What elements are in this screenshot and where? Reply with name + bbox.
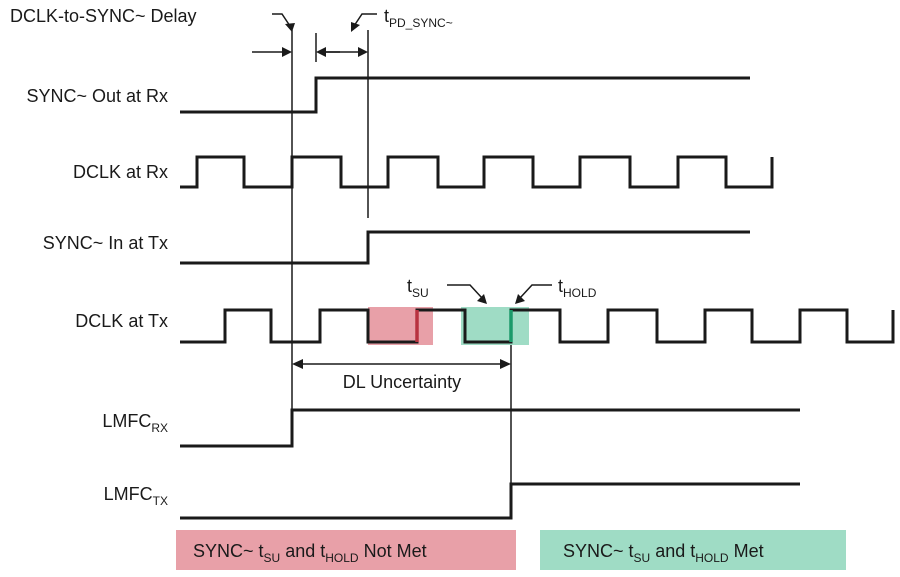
sync-in-tx-wave: [180, 230, 750, 265]
dl-uncertainty-head-left: [292, 359, 303, 369]
legend-met-text: SYNC~ tSU and tHOLD Met: [563, 541, 764, 565]
sync-in-tx-label: SYNC~ In at Tx: [43, 233, 168, 253]
dclk-rx-label: DCLK at Rx: [73, 162, 168, 182]
legend-met-box: [540, 530, 846, 570]
sync-out-rx-label: SYNC~ Out at Rx: [26, 86, 168, 106]
lmfc-rx-wave: [180, 408, 800, 448]
thold-leader-arrowhead: [515, 294, 525, 304]
dl-uncertainty-label: DL Uncertainty: [343, 372, 461, 392]
tpd-label: tPD_SYNC~: [384, 6, 453, 30]
legend-not-met-text: SYNC~ tSU and tHOLD Not Met: [193, 541, 427, 565]
tsu-leader-arrowhead: [477, 294, 487, 304]
dl-uncertainty-head-right: [500, 359, 511, 369]
thold-leader: [519, 284, 552, 299]
lmfc-rx-label: LMFCRX: [102, 411, 168, 435]
delay-arrow-left-head: [282, 47, 292, 57]
lmfc-tx-label: LMFCTX: [104, 484, 168, 508]
delay-arrow-right-head: [316, 47, 326, 57]
thold-label: tHOLD: [558, 276, 597, 300]
lmfc-tx-wave: [180, 482, 800, 520]
delay-leader: [272, 13, 291, 27]
tpd-arrow-head: [358, 47, 368, 57]
tpd-leader-arrowhead: [351, 22, 360, 32]
delay-leader-arrowhead: [285, 23, 295, 32]
met-window: [461, 307, 529, 345]
legend-not-met-box: [176, 530, 516, 570]
dclk-rx-wave: [180, 155, 774, 189]
tsu-leader: [447, 284, 483, 299]
delay-label: DCLK-to-SYNC~ Delay: [10, 6, 197, 26]
dclk-tx-label: DCLK at Tx: [75, 311, 168, 331]
tsu-label: tSU: [407, 276, 429, 300]
tpd-leader: [353, 13, 377, 27]
dclk-tx-wave: [180, 308, 895, 344]
sync-out-rx-wave: [180, 76, 750, 114]
not-met-window: [368, 307, 433, 345]
